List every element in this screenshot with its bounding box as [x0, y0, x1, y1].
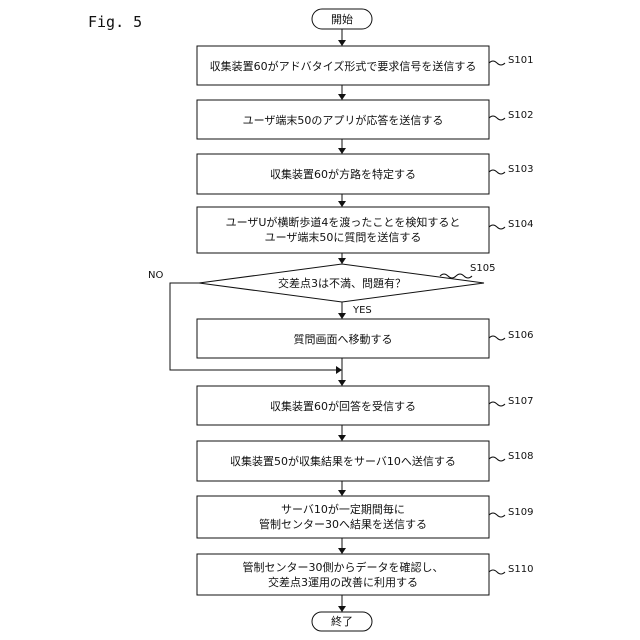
process-step-s102: ユーザ端末50のアプリが応答を送信する [197, 100, 489, 139]
step-id-s102: S102 [508, 110, 533, 121]
step-id-s109: S109 [508, 507, 533, 518]
step-text: 質問画面へ移動する [294, 332, 393, 346]
step-id-s101: S101 [508, 55, 533, 66]
process-step-s110: 管制センター30側からデータを確認し、 交差点3運用の改善に利用する [197, 554, 489, 595]
process-step-s109: サーバ10が一定期間毎に 管制センター30へ結果を送信する [197, 496, 489, 538]
step-id-s103: S103 [508, 164, 533, 175]
step-text: 収集装置60がアドバタイズ形式で要求信号を送信する [210, 59, 477, 73]
step-text: 収集装置60が方路を特定する [270, 167, 416, 181]
process-step-s103: 収集装置60が方路を特定する [197, 154, 489, 194]
decision-text: 交差点3は不満、問題有？ [278, 276, 406, 290]
step-text: ユーザUが横断歩道4を渡ったことを検知すると [226, 215, 461, 229]
step-text: サーバ10が一定期間毎に [281, 502, 405, 516]
step-id-s105: S105 [470, 263, 495, 274]
decision-step-s105: 交差点3は不満、問題有？ [199, 264, 484, 302]
process-step-s106: 質問画面へ移動する [197, 319, 489, 358]
figure-label: Fig. 5 [88, 13, 142, 31]
process-step-s108: 収集装置50が収集結果をサーバ10へ送信する [197, 441, 489, 481]
yes-branch-label: YES [352, 305, 372, 316]
step-id-s104: S104 [508, 219, 533, 230]
step-text: ユーザ端末50に質問を送信する [265, 230, 422, 244]
step-id-s107: S107 [508, 396, 533, 407]
no-branch-label: NO [148, 270, 163, 281]
step-text: 交差点3運用の改善に利用する [268, 575, 418, 589]
start-terminal: 開始 [312, 9, 372, 29]
step-text: ユーザ端末50のアプリが応答を送信する [243, 113, 444, 127]
step-text: 収集装置50が収集結果をサーバ10へ送信する [230, 454, 456, 468]
step-id-s108: S108 [508, 451, 533, 462]
end-terminal: 終了 [312, 612, 372, 631]
end-label: 終了 [331, 614, 353, 628]
start-label: 開始 [331, 12, 353, 26]
step-text: 管制センター30側からデータを確認し、 [243, 560, 444, 574]
step-id-s110: S110 [508, 564, 533, 575]
process-step-s104: ユーザUが横断歩道4を渡ったことを検知すると ユーザ端末50に質問を送信する [197, 207, 489, 253]
step-text: 管制センター30へ結果を送信する [259, 517, 427, 531]
step-id-s106: S106 [508, 330, 533, 341]
process-step-s101: 収集装置60がアドバタイズ形式で要求信号を送信する [197, 46, 489, 85]
process-step-s107: 収集装置60が回答を受信する [197, 386, 489, 425]
step-text: 収集装置60が回答を受信する [270, 399, 416, 413]
